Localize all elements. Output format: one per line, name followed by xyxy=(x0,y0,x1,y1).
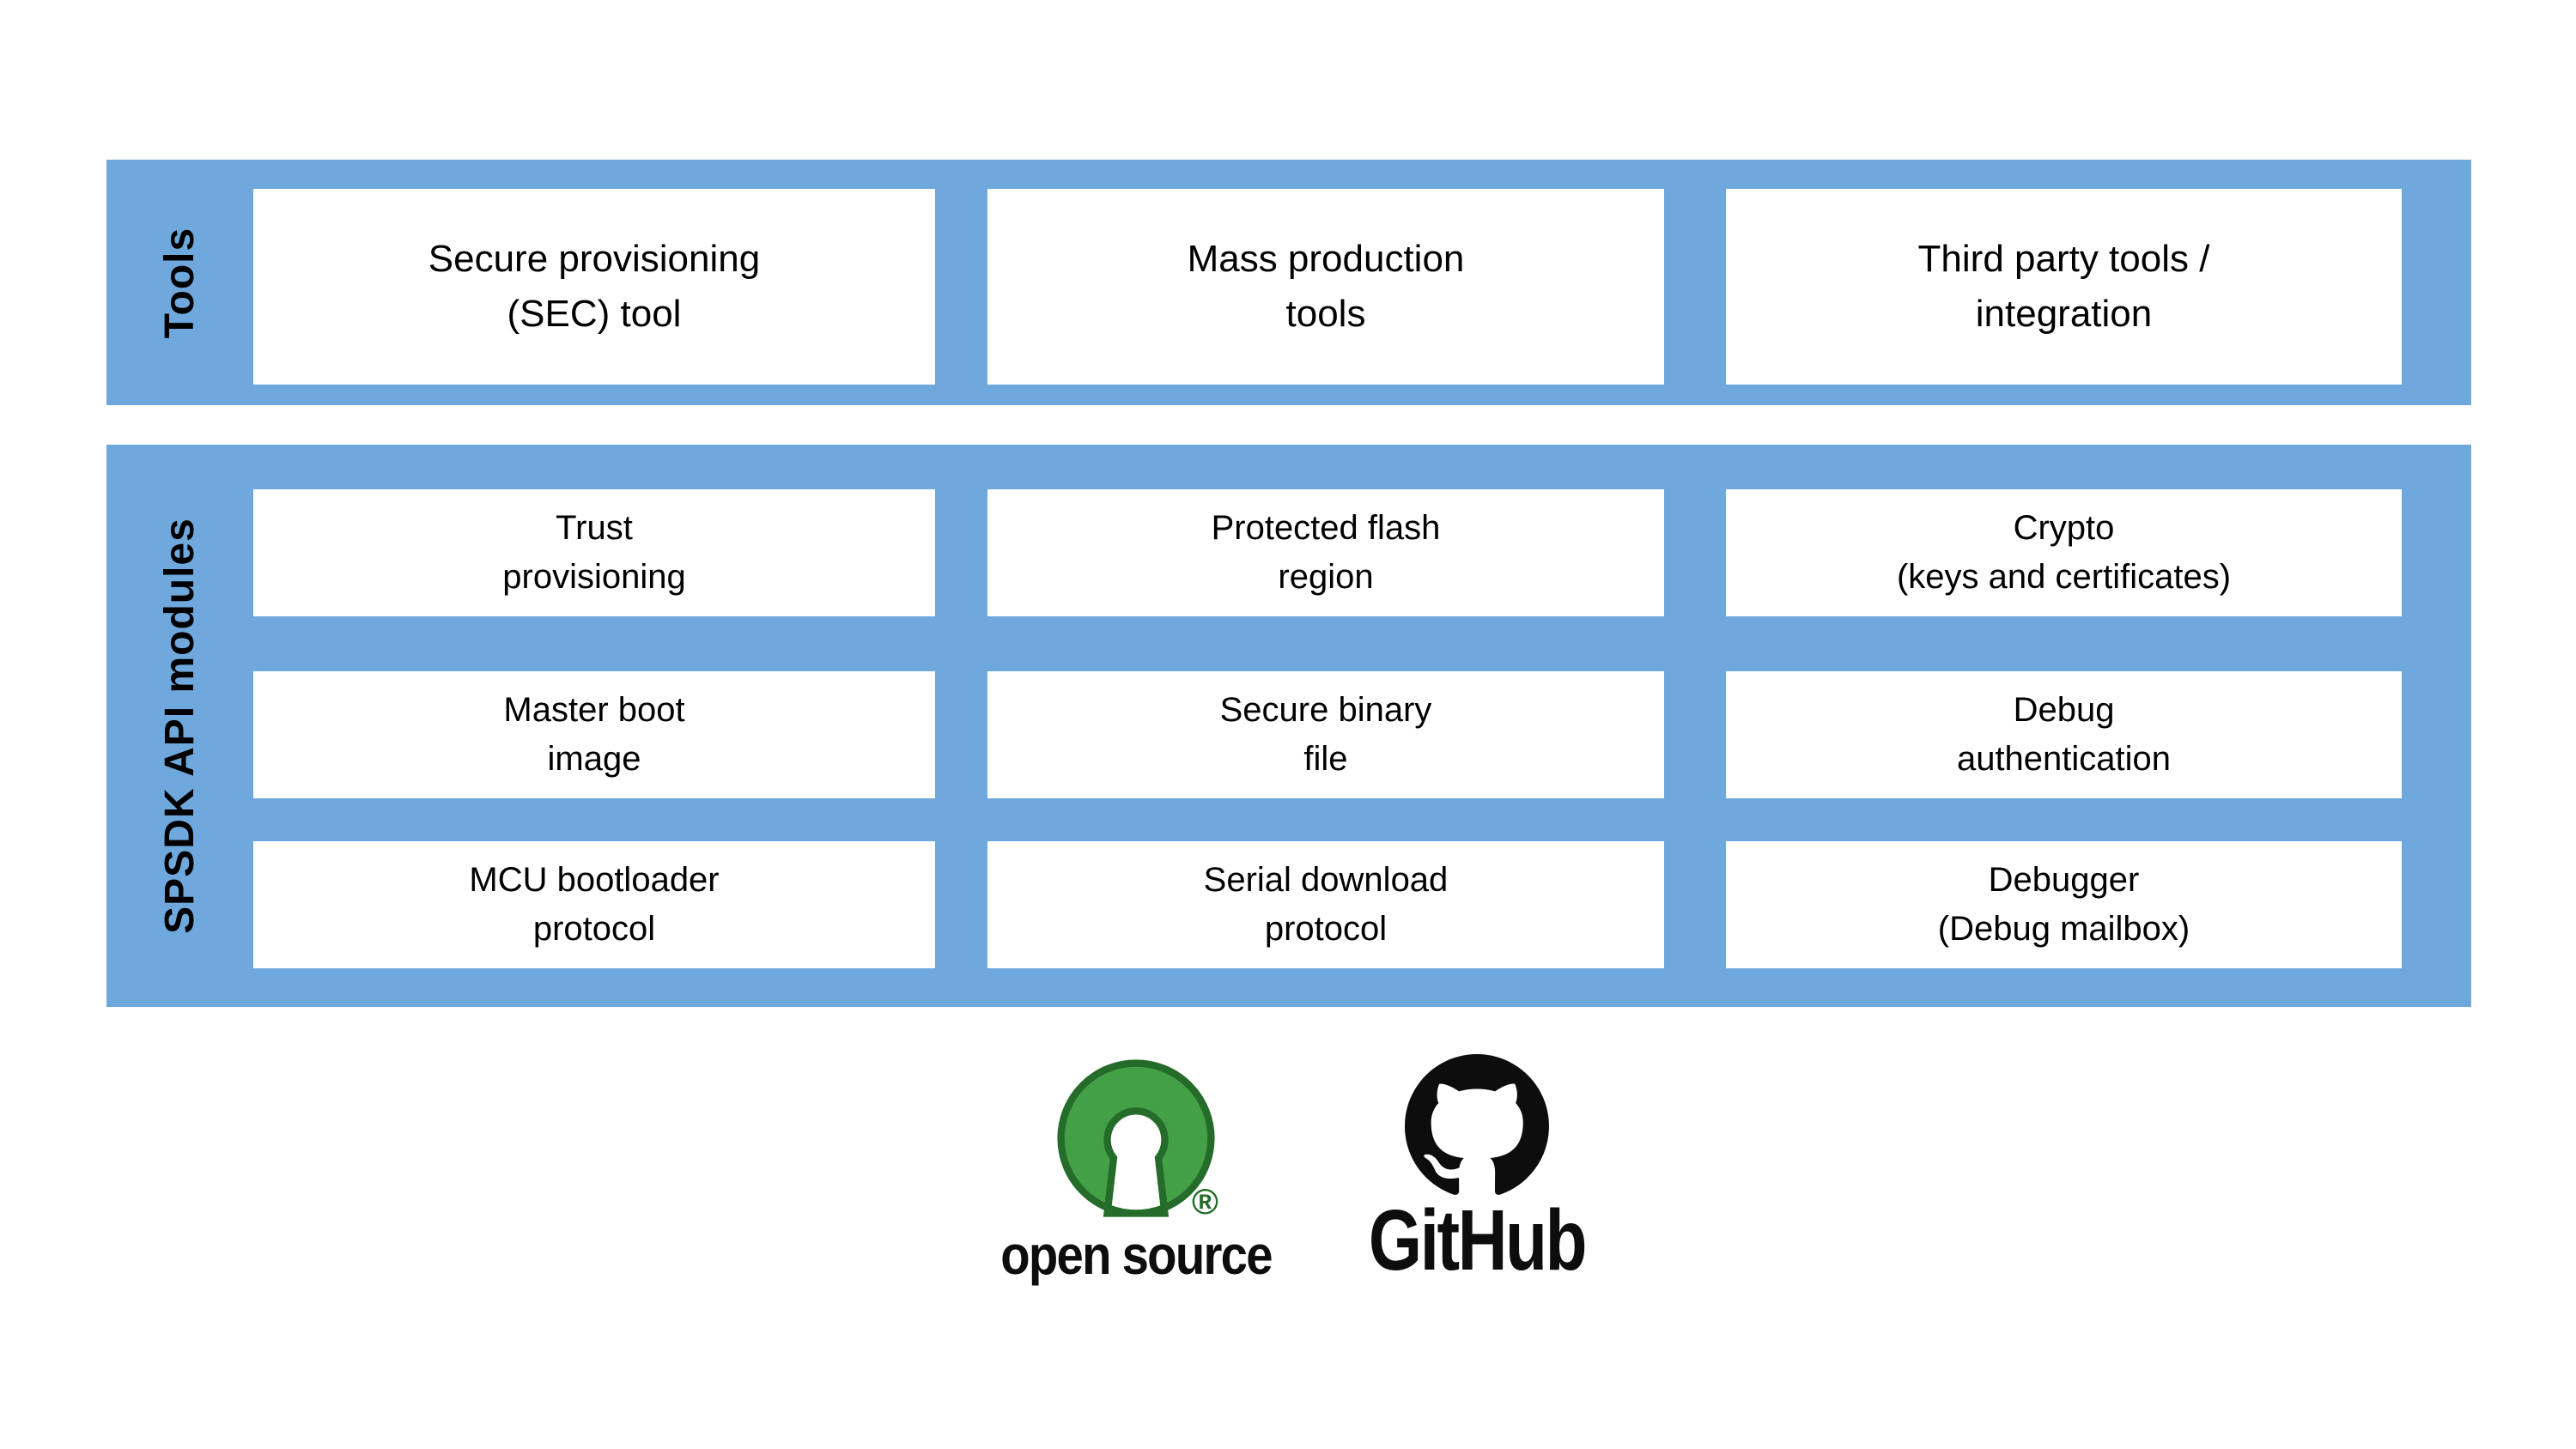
box-text-line: Crypto xyxy=(2013,509,2115,548)
box-protected-flash-region: Protected flash region xyxy=(987,489,1664,616)
box-mcu-bootloader-protocol: MCU bootloader protocol xyxy=(253,841,935,968)
box-text-line: integration xyxy=(1975,293,2153,335)
box-text-line: Third party tools / xyxy=(1917,238,2210,281)
github-octocat-icon xyxy=(1405,1054,1549,1202)
box-text-line: Secure binary xyxy=(1219,691,1432,730)
tools-band-label: Tools xyxy=(157,227,203,338)
github-wordmark: GitHub xyxy=(1368,1192,1588,1288)
open-source-logo: ® open source xyxy=(1000,1058,1273,1299)
box-text-line: protocol xyxy=(532,910,656,948)
spsdk-api-modules-band: SPSDK API modules Trust provisioning Pro… xyxy=(106,445,2471,1007)
box-text-line: region xyxy=(1278,558,1374,596)
box-text-line: (keys and certificates) xyxy=(1896,558,2232,596)
open-source-wordmark: open source xyxy=(1000,1224,1273,1286)
box-mass-production-tools: Mass production tools xyxy=(987,189,1664,385)
box-text-line: Secure provisioning xyxy=(428,238,761,281)
box-secure-binary-file: Secure binary file xyxy=(987,671,1664,798)
box-trust-provisioning: Trust provisioning xyxy=(253,489,935,616)
box-text-line: image xyxy=(547,740,641,778)
box-text-line: (Debug mailbox) xyxy=(1937,910,2190,948)
box-text-line: Debug xyxy=(2013,691,2115,730)
box-text-line: Serial download xyxy=(1203,861,1449,900)
box-text-line: MCU bootloader xyxy=(469,861,720,900)
open-source-keyhole-icon xyxy=(1056,1059,1216,1222)
box-secure-provisioning-tool: Secure provisioning (SEC) tool xyxy=(253,189,935,385)
box-third-party-tools: Third party tools / integration xyxy=(1726,189,2402,385)
tools-band: Tools Secure provisioning (SEC) tool Mas… xyxy=(106,160,2471,405)
api-row-3: MCU bootloader protocol Serial download … xyxy=(106,841,2471,968)
box-text-line: authentication xyxy=(1956,740,2172,778)
box-text-line: tools xyxy=(1285,293,1366,335)
registered-trademark-icon: ® xyxy=(1192,1181,1218,1222)
box-text-line: Trust xyxy=(556,509,633,548)
api-row-1: Trust provisioning Protected flash regio… xyxy=(106,489,2471,616)
box-text-line: Master boot xyxy=(503,691,685,730)
box-text-line: Protected flash xyxy=(1211,509,1441,548)
box-text-line: Debugger xyxy=(1988,861,2140,900)
box-text-line: file xyxy=(1303,740,1348,778)
box-text-line: Mass production xyxy=(1187,238,1465,281)
box-serial-download-protocol: Serial download protocol xyxy=(987,841,1664,968)
tools-band-label-area: Tools xyxy=(106,160,253,405)
box-debug-authentication: Debug authentication xyxy=(1726,671,2402,798)
box-debugger-debug-mailbox: Debugger (Debug mailbox) xyxy=(1726,841,2402,968)
api-row-2: Master boot image Secure binary file Deb… xyxy=(106,671,2471,798)
box-text-line: protocol xyxy=(1264,910,1388,948)
box-text-line: provisioning xyxy=(502,558,686,596)
box-text-line: (SEC) tool xyxy=(507,293,682,335)
box-master-boot-image: Master boot image xyxy=(253,671,935,798)
box-crypto: Crypto (keys and certificates) xyxy=(1726,489,2402,616)
github-logo: GitHub xyxy=(1369,1054,1588,1294)
